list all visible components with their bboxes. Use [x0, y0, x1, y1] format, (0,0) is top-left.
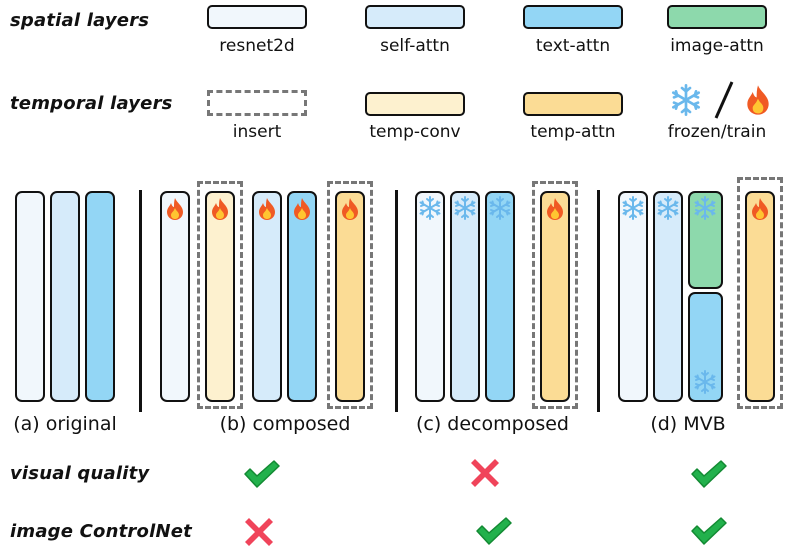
spatial-layers-title: spatial layers [10, 10, 150, 31]
image-attn-label: image-attn [670, 36, 764, 56]
flame-icon [292, 197, 312, 221]
text-attn-label: text-attn [535, 36, 611, 56]
insert-swatch [207, 90, 307, 116]
check-icon [689, 516, 729, 546]
column-resnet2d [415, 191, 445, 402]
temp-conv-label: temp-conv [369, 122, 461, 142]
check-icon [689, 459, 729, 489]
flame-icon [545, 197, 565, 221]
divider-slash [714, 81, 734, 119]
flame-icon [744, 84, 772, 116]
panel-b-caption: (b) composed [219, 413, 351, 435]
insert-label: insert [232, 122, 282, 142]
separator [139, 190, 142, 412]
snowflake-icon [693, 370, 717, 394]
temporal-layers-title: temporal layers [10, 93, 173, 114]
separator [395, 190, 398, 412]
snowflake-icon [656, 196, 680, 220]
column-text-attn [85, 191, 115, 402]
insert-box [327, 181, 373, 409]
flame-icon [165, 197, 185, 221]
resnet2d-label: resnet2d [219, 36, 295, 56]
panel-a-caption: (a) original [13, 413, 117, 435]
visual-quality-label: visual quality [10, 463, 150, 484]
column-resnet2d [15, 191, 45, 402]
cross-icon [243, 516, 275, 548]
snowflake-icon [693, 196, 717, 220]
snowflake-icon [488, 196, 512, 220]
column-self-attn [653, 191, 683, 402]
check-icon [242, 459, 282, 489]
separator [597, 190, 600, 412]
snowflake-icon [453, 196, 477, 220]
column-self-attn [252, 191, 282, 402]
temp-attn-swatch [523, 92, 623, 116]
self-attn-swatch [365, 5, 465, 29]
panel-c-caption: (c) decomposed [416, 413, 569, 435]
temp-conv-swatch [365, 92, 465, 116]
resnet2d-swatch [207, 5, 307, 29]
cross-icon [469, 457, 501, 489]
column-self-attn [50, 191, 80, 402]
column-self-attn [450, 191, 480, 402]
snowflake-icon [418, 196, 442, 220]
snowflake-icon [621, 196, 645, 220]
frozen-train-label: frozen/train [667, 122, 767, 142]
self-attn-label: self-attn [380, 36, 450, 56]
column-resnet2d [618, 191, 648, 402]
column-temp-attn [335, 191, 365, 402]
column-resnet2d [160, 191, 190, 402]
column-text-attn [485, 191, 515, 402]
column-temp-conv [205, 191, 235, 402]
insert-box [532, 181, 578, 409]
snowflake-icon [670, 84, 702, 116]
image-attn-swatch [667, 5, 767, 29]
flame-icon [257, 197, 277, 221]
text-attn-swatch [523, 5, 623, 29]
column-temp-attn [745, 191, 775, 402]
flame-icon [210, 197, 230, 221]
column-temp-attn [540, 191, 570, 402]
flame-icon [340, 197, 360, 221]
panel-d-caption: (d) MVB [650, 413, 726, 435]
insert-box [737, 177, 783, 409]
check-icon [474, 516, 514, 546]
flame-icon [750, 197, 770, 221]
column-text-attn [287, 191, 317, 402]
image-controlnet-label: image ControlNet [10, 521, 192, 542]
temp-attn-label: temp-attn [530, 122, 616, 142]
insert-box [197, 181, 243, 409]
